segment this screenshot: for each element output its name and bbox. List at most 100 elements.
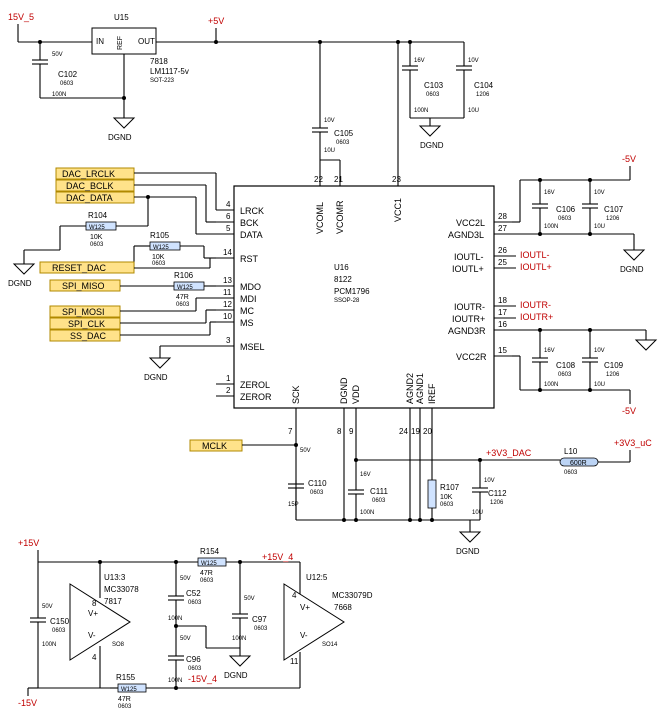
r155-name: R155 — [116, 673, 136, 682]
u13-part1: MC33078 — [104, 585, 139, 594]
dac-ref: U16 — [334, 263, 349, 272]
pin-name: DGND — [339, 377, 349, 404]
net-label: SS_DAC — [70, 331, 107, 341]
pin-num: 23 — [392, 175, 401, 184]
u12-vminus: V- — [300, 631, 308, 640]
c107-pkg: 1206 — [606, 216, 620, 222]
dgnd-5: DGND — [620, 265, 644, 274]
r154 — [197, 557, 227, 567]
pin-name: ZEROL — [240, 380, 270, 390]
r104-value: 10K — [90, 234, 103, 241]
u15-pkg: SOT-223 — [150, 78, 175, 84]
pin-name: BCK — [240, 218, 259, 228]
label-3v3-uc: +3V3_uC — [614, 438, 652, 448]
c150-pkg: 0603 — [52, 628, 66, 634]
c103-pkg: 0603 — [426, 92, 440, 98]
label-m15v4: -15V_4 — [188, 674, 217, 684]
u13-vminus: V- — [88, 631, 96, 640]
c105-name: C105 — [334, 129, 354, 138]
r105-name: R105 — [150, 231, 170, 240]
c97-name: C97 — [252, 615, 267, 624]
dgnd-3: DGND — [8, 279, 32, 288]
net-label: DAC_BCLK — [66, 181, 114, 191]
c112-name: C112 — [488, 489, 507, 498]
r105-tag: W125 — [153, 245, 169, 251]
opamp-supply: +15V -15V 50V 100N C150 0603 8 4 V+ V- U… — [18, 538, 373, 710]
pin-num: 4 — [226, 200, 231, 209]
pin-num: 13 — [223, 276, 232, 285]
r107 — [427, 479, 437, 509]
c108-voltage: 16V — [544, 348, 555, 354]
pin-name: AGND3L — [448, 230, 484, 240]
c103-name: C103 — [424, 81, 444, 90]
pin-num: 12 — [223, 300, 232, 309]
pin-num: 17 — [498, 308, 507, 317]
c105-pkg: 0603 — [336, 140, 350, 146]
pin-name: IOUTL+ — [452, 264, 484, 274]
c96-name: C96 — [186, 655, 201, 664]
pin-num: 15 — [498, 346, 507, 355]
r104-name: R104 — [88, 211, 108, 220]
c108-pkg: 0603 — [558, 372, 572, 378]
c150-voltage: 50V — [42, 604, 53, 610]
label-m15v: -15V — [18, 698, 37, 708]
pin-num: 8 — [337, 427, 342, 436]
pin-name: RST — [240, 254, 259, 264]
pin-name: VDD — [351, 384, 361, 404]
net-labels: DAC_LRCLK DAC_BCLK DAC_DATA W125 R104 10… — [8, 167, 298, 520]
r106-tag: W125 — [177, 285, 193, 291]
u13-vplus: V+ — [88, 609, 98, 618]
pin-name: MS — [240, 318, 254, 328]
c102-pkg: 0603 — [60, 81, 74, 87]
pin-num: 10 — [223, 312, 232, 321]
dac-decoupling: 50V 15P C110 0603 16V 100N C111 0603 R10… — [288, 438, 652, 556]
pin-name: MDO — [240, 282, 261, 292]
pin-name: IOUTR- — [454, 302, 485, 312]
r155-value: 47R — [118, 696, 131, 703]
pin-num: 6 — [226, 212, 231, 221]
dgnd-6: DGND — [456, 547, 480, 556]
r106-name: R106 — [174, 271, 194, 280]
dac-top-pins: 22 21 23 VCOML VCOMR VCC1 — [314, 175, 403, 234]
u13-ref: U13:3 — [104, 573, 126, 582]
net-label: SPI_CLK — [68, 319, 105, 329]
c104-voltage: 10V — [468, 58, 479, 64]
pin-num: 11 — [223, 288, 232, 297]
pin-num: 5 — [226, 224, 231, 233]
c96-voltage: 50V — [180, 636, 191, 642]
r107-pkg: 0603 — [440, 502, 454, 508]
pin-num: 7 — [288, 427, 293, 436]
c110-name: C110 — [308, 479, 327, 488]
u15-ref: U15 — [114, 13, 129, 22]
c150-value: 100N — [42, 642, 56, 648]
pin-name: VCC2L — [456, 218, 485, 228]
c103-voltage: 16V — [414, 58, 425, 64]
c108-value: 100N — [544, 382, 558, 388]
dgnd-4: DGND — [144, 373, 168, 382]
c52-pkg: 0603 — [188, 600, 202, 606]
r154-name: R154 — [200, 547, 220, 556]
c97-value: 100N — [232, 636, 246, 642]
pin-name: AGND2 — [405, 373, 415, 404]
r154-value: 47R — [200, 570, 213, 577]
u12-vplus: V+ — [300, 603, 310, 612]
c52-name: C52 — [186, 589, 201, 598]
pin-name: AGND3R — [448, 326, 486, 336]
r105-pkg: 0603 — [152, 261, 166, 267]
c52-value: 100N — [168, 616, 182, 622]
pin-num: 25 — [498, 258, 507, 267]
r154-tag: W125 — [201, 561, 217, 567]
c108-name: C108 — [556, 361, 576, 370]
label-p15v4: +15V_4 — [262, 552, 293, 562]
c106-pkg: 0603 — [558, 216, 572, 222]
pin-name: IOUTR+ — [452, 314, 485, 324]
c109-name: C109 — [604, 361, 624, 370]
label-3v3-dac: +3V3_DAC — [486, 448, 532, 458]
dac-body — [233, 185, 495, 409]
l10-name: L10 — [564, 447, 578, 456]
c52-voltage: 50V — [180, 576, 191, 582]
c103-value: 100N — [414, 108, 428, 114]
